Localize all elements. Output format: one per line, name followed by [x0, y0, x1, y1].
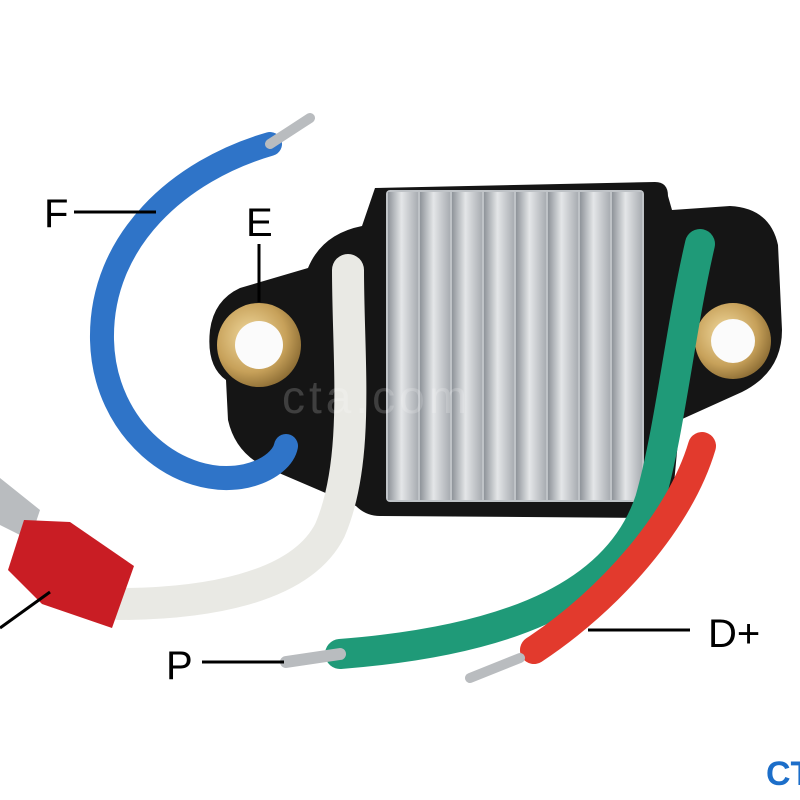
- red-wire-d-plus: [465, 432, 716, 683]
- blue-wire-f: [89, 113, 315, 490]
- faint-watermark: cta.com: [282, 371, 472, 423]
- left-mounting-eyelet: [217, 303, 301, 387]
- heat-sink: [386, 190, 644, 502]
- green-wire: [280, 229, 715, 669]
- callout-lines: [0, 210, 690, 664]
- white-wire: [102, 254, 367, 620]
- red-crimp-terminal: [0, 478, 134, 628]
- heat-sink-fins: [388, 192, 642, 500]
- label-e: E: [246, 201, 273, 245]
- brand-watermark: CT: [766, 755, 800, 793]
- label-f: F: [44, 192, 69, 236]
- label-d-plus: D+: [708, 612, 761, 656]
- right-mounting-eyelet: [695, 303, 771, 379]
- label-p: P: [166, 644, 193, 688]
